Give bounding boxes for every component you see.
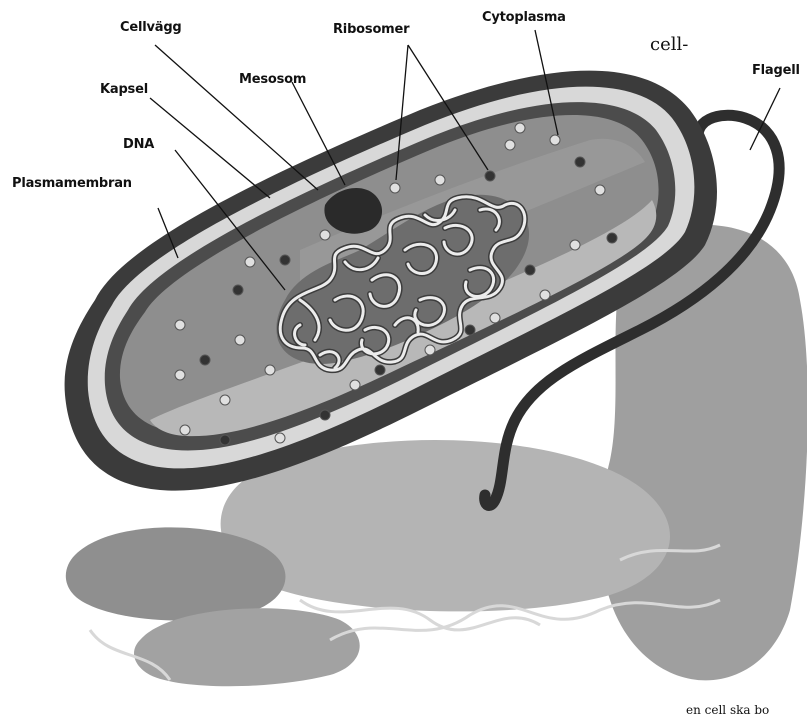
text-fragment-top: cell- xyxy=(650,34,688,55)
label-dna: DNA xyxy=(123,137,154,152)
ribosome xyxy=(233,285,243,295)
ribosome xyxy=(280,255,290,265)
ribosome xyxy=(515,123,525,133)
ribosome xyxy=(350,380,360,390)
label-ribosomer: Ribosomer xyxy=(333,22,409,37)
ribosome xyxy=(435,175,445,185)
label-plasmamembran: Plasmamembran xyxy=(12,176,132,191)
ribosome xyxy=(425,345,435,355)
ribosome xyxy=(175,320,185,330)
ribosome xyxy=(265,365,275,375)
label-mesosom: Mesosom xyxy=(239,72,306,87)
ribosome xyxy=(575,157,585,167)
label-cytoplasma: Cytoplasma xyxy=(482,10,566,25)
ribosome xyxy=(245,257,255,267)
leader-line-kapsel xyxy=(150,98,270,198)
ribosome xyxy=(390,183,400,193)
label-kapsel: Kapsel xyxy=(100,82,148,97)
label-flagell: Flagell xyxy=(752,63,800,78)
ribosome xyxy=(200,355,210,365)
ribosome xyxy=(175,370,185,380)
ribosome xyxy=(320,230,330,240)
ribosome xyxy=(180,425,190,435)
ribosome xyxy=(570,240,580,250)
ribosome xyxy=(607,233,617,243)
label-cellvagg: Cellvägg xyxy=(120,20,182,35)
ribosome xyxy=(490,313,500,323)
ribosome xyxy=(525,265,535,275)
ribosome xyxy=(275,433,285,443)
ribosome xyxy=(540,290,550,300)
ribosome xyxy=(220,395,230,405)
ribosome xyxy=(550,135,560,145)
ribosome xyxy=(235,335,245,345)
ribosome xyxy=(320,410,330,420)
ribosome xyxy=(465,325,475,335)
ribosome xyxy=(485,171,495,181)
ribosome xyxy=(220,435,230,445)
leader-line-cellvagg xyxy=(155,45,318,190)
ribosome xyxy=(505,140,515,150)
text-fragment-bottom: en cell ska bo xyxy=(686,703,769,717)
ribosome xyxy=(595,185,605,195)
ribosome xyxy=(375,365,385,375)
